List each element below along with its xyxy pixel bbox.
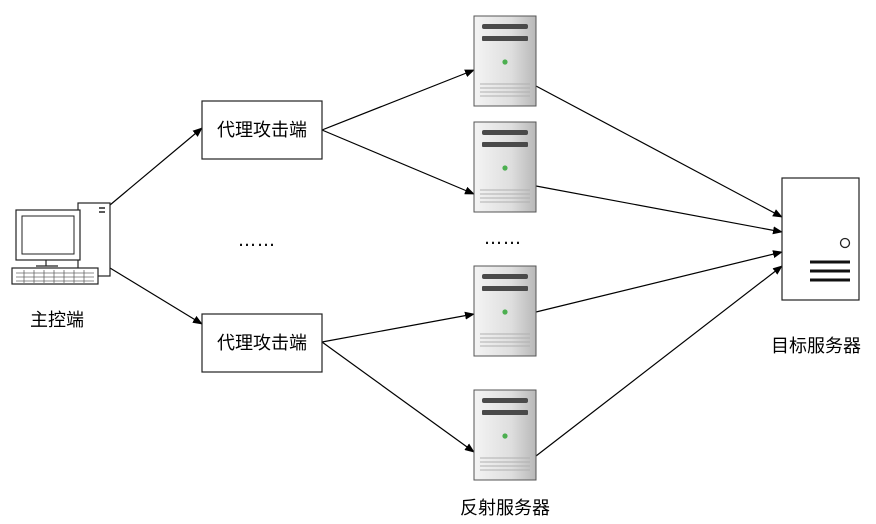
edge-proxy-top-to-reflector-1	[321, 69, 475, 131]
proxy-ellipsis: ……	[238, 230, 276, 251]
edge-proxy-top-to-reflector-2	[321, 129, 475, 195]
reflector-server-1	[473, 15, 537, 107]
proxy-top-label: 代理攻击端	[217, 120, 307, 141]
tower-server-icon	[781, 177, 860, 301]
target-label: 目标服务器	[771, 336, 861, 357]
edge-reflector-4-to-target	[535, 265, 783, 457]
reflector-group-label: 反射服务器	[460, 498, 550, 519]
proxy-bottom-label: 代理攻击端	[217, 333, 307, 354]
reflector-ellipsis: ……	[484, 228, 522, 249]
reflector-server-3	[473, 265, 537, 357]
edge-master-to-proxy-bottom	[109, 267, 203, 325]
server-icon	[473, 389, 537, 481]
edge-master-to-proxy-top	[109, 127, 203, 206]
edge-reflector-1-to-target	[535, 85, 783, 218]
proxy-node-bottom: 代理攻击端	[201, 313, 323, 373]
connections	[109, 69, 783, 457]
server-icon	[473, 265, 537, 357]
desktop-computer-icon	[11, 202, 111, 285]
edge-reflector-2-to-target	[535, 185, 783, 235]
master-label: 主控端	[30, 310, 84, 331]
reflector-server-4	[473, 389, 537, 481]
edge-proxy-bottom-to-reflector-4	[321, 341, 475, 453]
edge-proxy-bottom-to-reflector-3	[321, 311, 475, 343]
server-icon	[473, 15, 537, 107]
target-server: 目标服务器	[771, 177, 861, 357]
reflector-server-2	[473, 121, 537, 213]
proxy-node-top: 代理攻击端	[201, 100, 323, 160]
server-icon	[473, 121, 537, 213]
master-computer: 主控端	[11, 202, 111, 331]
edge-reflector-3-to-target	[535, 250, 783, 313]
